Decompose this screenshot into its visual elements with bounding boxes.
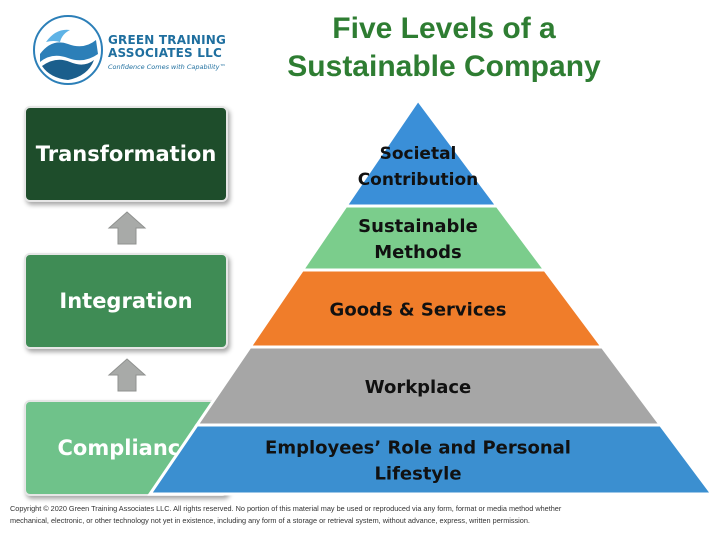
company-tagline: Confidence Comes with Capability™ bbox=[108, 63, 226, 71]
page-title: Five Levels of a Sustainable Company bbox=[244, 10, 644, 86]
copyright-line2: mechanical, electronic, or other technol… bbox=[10, 516, 530, 525]
company-name-line1: GREEN TRAINING bbox=[108, 33, 227, 47]
stage-transformation: Transformation bbox=[24, 106, 228, 202]
pyramid-level-label: Methods bbox=[374, 242, 462, 263]
up-arrow-icon bbox=[107, 358, 147, 392]
level-goods-services: Goods & Services bbox=[247, 268, 606, 349]
pyramid-level-label: Workplace bbox=[365, 377, 472, 398]
company-name-line2: ASSOCIATES LLC bbox=[108, 46, 222, 60]
pyramid-level-label: Sustainable bbox=[358, 216, 478, 237]
company-logo: GREEN TRAINING ASSOCIATES LLC Confidence… bbox=[32, 14, 232, 86]
copyright-line1: Copyright © 2020 Green Training Associat… bbox=[10, 504, 562, 513]
company-name: GREEN TRAINING ASSOCIATES LLC bbox=[108, 34, 248, 60]
title-line1: Five Levels of a bbox=[332, 12, 556, 45]
stage-integration: Integration bbox=[24, 253, 228, 349]
pyramid-level-label: Societal bbox=[380, 144, 457, 164]
pyramid-level-label: Goods & Services bbox=[330, 300, 507, 321]
title-line2: Sustainable Company bbox=[287, 50, 601, 83]
pyramid-level-label: Contribution bbox=[358, 170, 479, 190]
pyramid-level-label: Lifestyle bbox=[374, 464, 461, 485]
pyramid-band bbox=[147, 423, 715, 496]
up-arrow-icon bbox=[107, 211, 147, 245]
wave-logo-icon bbox=[33, 15, 103, 85]
pyramid-level-label: Employees’ Role and Personal bbox=[265, 438, 571, 459]
copyright-notice: Copyright © 2020 Green Training Associat… bbox=[10, 503, 710, 527]
level-workplace: Workplace bbox=[194, 345, 664, 427]
